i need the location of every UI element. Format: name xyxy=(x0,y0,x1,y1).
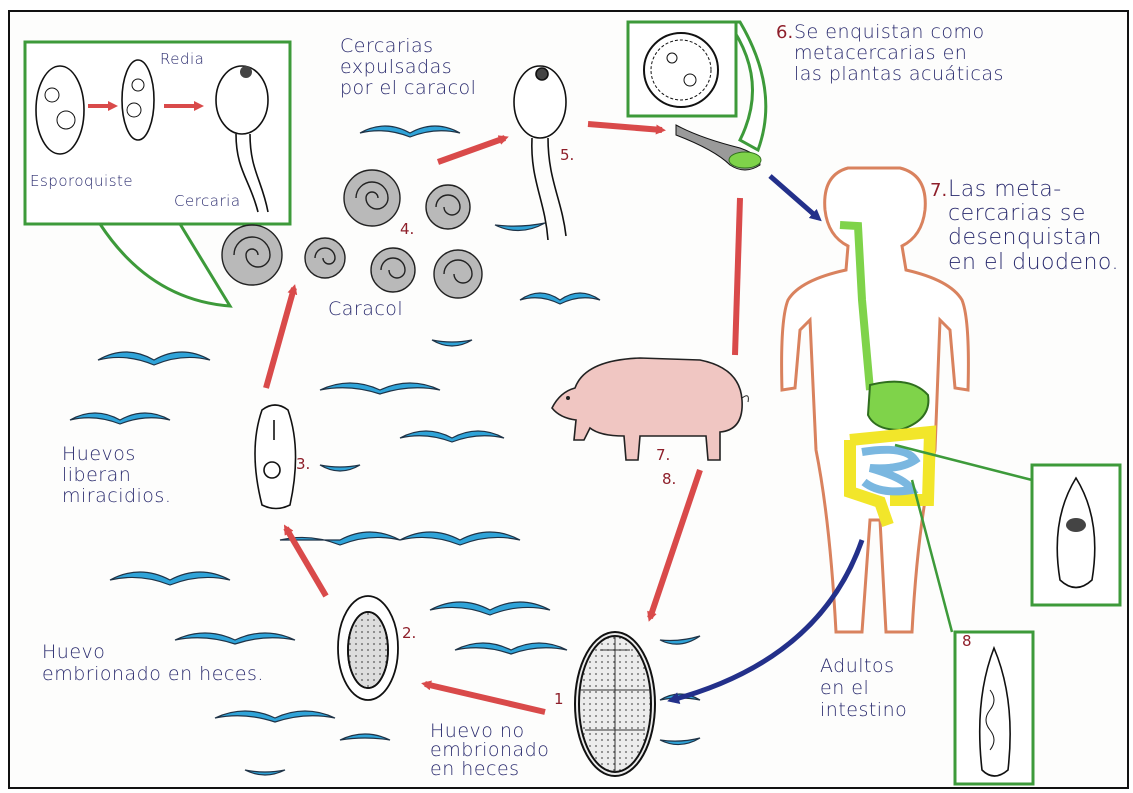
number-stage-5: 5. xyxy=(560,146,574,164)
metacercaria-cyst xyxy=(644,33,718,107)
wave xyxy=(400,431,504,442)
wave xyxy=(520,293,600,304)
number-stage-2: 2. xyxy=(402,624,416,642)
embryonated-egg-2 xyxy=(338,596,398,700)
esporoquiste-drawing xyxy=(36,66,84,154)
label-cercaria: Cercaria xyxy=(174,194,241,210)
wave xyxy=(340,734,390,740)
wave xyxy=(245,770,285,775)
pig xyxy=(552,358,748,460)
wave xyxy=(98,352,210,365)
number-stage-1: 1 xyxy=(554,690,564,708)
arrow-5-to-6 xyxy=(588,124,662,130)
pig-number-8: 8. xyxy=(662,470,676,488)
inset-callout-tail xyxy=(100,224,230,306)
number-stage-6: 6. xyxy=(776,22,793,43)
cercaria-5 xyxy=(514,66,566,240)
wave xyxy=(280,532,520,545)
wave xyxy=(110,572,230,585)
arrow-6-to-pig xyxy=(735,198,740,355)
wave xyxy=(360,126,460,137)
number-stage-3: 3. xyxy=(296,455,310,473)
arrow-1-to-2 xyxy=(425,684,545,712)
number-stage-7: 7. xyxy=(930,180,947,201)
wave xyxy=(660,738,700,745)
arrow-plant-to-human xyxy=(770,176,818,218)
snail xyxy=(305,238,345,278)
number-stage-4: 4. xyxy=(400,220,414,238)
arrow-4-to-5 xyxy=(438,138,505,162)
metacercaria-inset xyxy=(628,22,766,170)
label-esporoquiste: Esporoquiste xyxy=(30,174,133,190)
human-body xyxy=(782,168,969,632)
snail xyxy=(344,170,400,226)
wave xyxy=(455,643,567,654)
wave xyxy=(432,340,472,346)
redia-drawing xyxy=(122,60,154,140)
wave xyxy=(495,223,545,231)
snail xyxy=(434,250,482,298)
unembryonated-egg-1 xyxy=(575,632,655,776)
miracidium-3 xyxy=(255,405,296,509)
pig-number-7: 7. xyxy=(656,446,670,464)
cercaria-sucker xyxy=(240,66,252,78)
wave xyxy=(70,413,170,424)
wave xyxy=(320,383,440,394)
wave xyxy=(660,636,700,644)
wave xyxy=(215,711,335,722)
wave xyxy=(320,465,360,471)
wave xyxy=(430,602,550,615)
snail xyxy=(371,248,415,292)
number-stage-8: 8 xyxy=(962,632,972,650)
snail xyxy=(426,185,470,229)
snail xyxy=(222,225,282,285)
label-stage-4: Caracol xyxy=(328,300,403,320)
label-redia: Redia xyxy=(160,52,204,68)
arrow-3-to-4 xyxy=(266,288,294,388)
aquatic-plant xyxy=(729,152,761,168)
arrow-pig-to-1 xyxy=(650,470,700,618)
